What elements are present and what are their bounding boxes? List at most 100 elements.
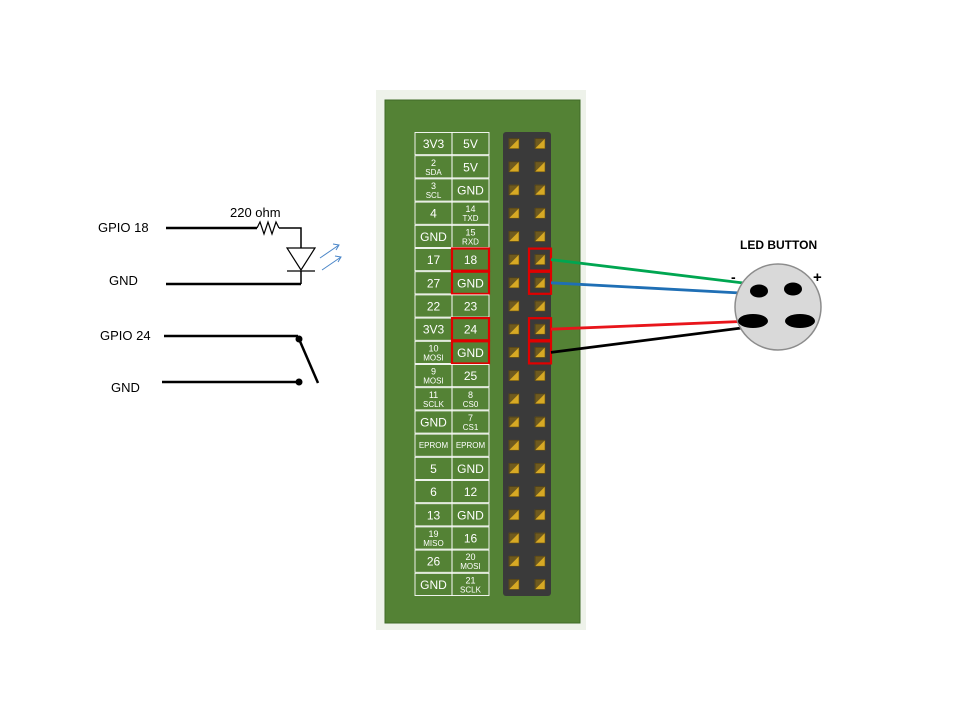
header-pin-shade [509,185,519,195]
wire-button-lower-left [550,319,754,331]
pin-label: 6 [430,485,437,499]
pin-label-cell [451,387,490,411]
pin-number: 11 [429,390,438,400]
pin-label: 12 [464,485,478,499]
switch-contact-bottom [295,378,303,386]
header-pin-shade [535,254,545,265]
pin-number: 2 [431,158,436,168]
header-pin-shade [535,463,545,474]
pin-label: 18 [464,253,478,267]
pin-function: CS0 [463,400,479,409]
header-pin-shade [509,417,519,427]
header-pin-shade [535,440,545,451]
pin-function: MOSI [423,377,443,386]
header-pin-shade [535,277,545,288]
pin-label-cell [451,549,490,573]
button-pin-lower-left [738,314,768,328]
header-pin-shade [509,231,519,242]
header-pin-shade [535,579,545,590]
button-pin-plus [784,282,802,296]
pin-label: 13 [427,508,441,522]
header-pin-shade [509,556,519,567]
button-pin-lower-right [785,314,815,328]
button-pin-minus [750,284,768,298]
pin-label-cell [451,178,490,202]
pin-label-cell [451,155,490,179]
gnd-label-2: GND [111,380,140,395]
wire-button-minus [550,281,760,296]
pin-function: CS1 [463,423,479,432]
header-pin-shade [509,509,519,520]
pin-label: 22 [427,300,441,314]
pin-label: 25 [464,369,478,383]
pin-label: 3V3 [423,323,445,337]
header-pin-shade [509,161,519,172]
pin-number: 8 [468,390,473,400]
header-pin-shade [535,486,545,497]
header-pin-shade [509,440,519,451]
header-pin-shade [535,301,545,311]
header-pin-shade [535,417,545,427]
pin-label: EPROM [419,441,449,450]
header-pin-shade [535,231,545,242]
pin-label: 27 [427,276,441,290]
pin-function: MOSI [460,562,480,571]
header-pin-shade [509,208,519,219]
pin-function: MISO [423,539,443,548]
header-pin-shade [535,556,545,567]
gpio18-label: GPIO 18 [98,220,149,235]
gnd-label-1: GND [109,273,138,288]
header-pin-shade [509,533,519,543]
pin-label: 5V [463,160,478,174]
pin-label: GND [457,462,484,476]
resistor-label: 220 ohm [230,205,281,220]
pin-label: 3V3 [423,137,445,151]
pin-number: 3 [431,181,436,191]
pin-label-cell [451,480,490,504]
header-pin-shade [535,370,545,381]
pin-function: MOSI [423,353,443,362]
pin-number: 9 [431,367,436,377]
pin-label-cell [451,132,490,156]
button-body [734,263,822,351]
light-emission-icon [319,243,342,271]
pin-label-cell [451,526,490,550]
header-pin-shade [509,463,519,474]
pin-label: 17 [427,253,441,267]
pin-function: SCL [426,191,442,200]
pin-header [503,132,553,596]
pin-function: SCLK [460,585,482,594]
pin-function: SCLK [423,400,445,409]
header-pin-shade [509,393,519,404]
pin-function: SDA [425,168,442,177]
pin-label: 23 [464,300,478,314]
header-pin-shade [535,161,545,172]
header-pin-shade [535,393,545,404]
led-symbol [285,247,317,284]
header-pin-shade [535,185,545,195]
pin-label: GND [457,346,484,360]
led-button-title: LED BUTTON [740,238,817,252]
header-pin-shade [535,208,545,219]
switch-lever [297,338,320,384]
header-pin-shade [509,370,519,381]
pin-label-cell [450,340,491,365]
pin-number: 15 [465,227,475,237]
pin-label-cell [451,201,490,225]
header-pin-shade [509,486,519,497]
pin-number: 19 [428,529,438,539]
pin-label: GND [457,184,484,198]
pin-number: 20 [465,552,475,562]
resistor-to-led-wire [279,227,302,248]
pin-label: 5 [430,462,437,476]
header-pin-shade [509,254,519,265]
button-plus-label: + [813,269,822,286]
pin-label: 26 [427,555,441,569]
pin-label-cell [451,433,490,457]
pin-number: 7 [468,413,473,423]
header-pin-shade [535,533,545,543]
resistor-symbol [256,220,280,236]
